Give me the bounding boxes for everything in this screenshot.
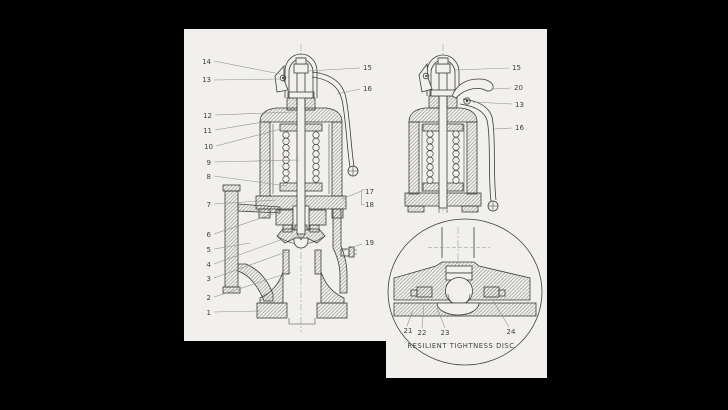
- valve-stem: [296, 57, 306, 241]
- leader-line-2: [213, 271, 292, 298]
- leader-line-10: [215, 128, 282, 147]
- callouts-detail_view: 21 22 23 24: [404, 298, 516, 337]
- nozzle: [259, 249, 345, 304]
- test-gag-screw: [340, 246, 357, 258]
- detail-seat: [393, 302, 537, 317]
- open-lever-horn: [451, 78, 494, 105]
- disc-retainer-right: [483, 286, 506, 298]
- callout-label-11: 11: [203, 127, 212, 135]
- lever-fulcrum-cam: [418, 62, 433, 93]
- detail-circle-outline: [387, 218, 543, 366]
- valve-disc: [293, 237, 309, 249]
- callout-label-18: 18: [365, 201, 374, 209]
- leader-line-5: [213, 242, 251, 250]
- lever-arm: [311, 71, 359, 177]
- callout-label-13: 13: [515, 101, 524, 109]
- leader-line-16: [493, 127, 513, 130]
- leader-line-20: [491, 87, 512, 90]
- leader-line-3: [213, 251, 287, 279]
- leader-line-15: [454, 67, 510, 71]
- leader-line-4: [213, 238, 284, 265]
- callout-label-16: 16: [515, 124, 524, 132]
- leader-line-11: [214, 121, 264, 131]
- callout-label-24: 24: [507, 328, 516, 336]
- lever-fulcrum-cam: [274, 64, 289, 93]
- callout-label-22: 22: [418, 329, 427, 337]
- callout-label-12: 12: [203, 112, 212, 120]
- callout-label-19: 19: [365, 239, 374, 247]
- leader-line-6: [213, 213, 274, 235]
- leader-line-14: [213, 60, 281, 75]
- callout-label-20: 20: [514, 84, 523, 92]
- callout-label-14: 14: [202, 58, 211, 66]
- callout-label-23: 23: [441, 329, 450, 337]
- disc-retainer-left: [410, 286, 433, 298]
- callout-label-6: 6: [207, 231, 212, 239]
- callout-label-1: 1: [207, 309, 211, 317]
- leader-line-21: [406, 309, 414, 327]
- callouts-left_valve: 14 13 12 11 10 9 8 7 6 5 4 3 2 1 15 16 17 18 19: [202, 58, 374, 317]
- callout-bracket-17-18: [341, 189, 365, 205]
- leader-line-23: [436, 307, 446, 329]
- left-valve-cross-section: [222, 44, 365, 332]
- callout-label-15: 15: [512, 64, 521, 72]
- inlet-flange: [256, 302, 348, 325]
- callout-label-15: 15: [363, 64, 372, 72]
- callout-label-13: 13: [202, 76, 211, 84]
- callout-label-21: 21: [404, 327, 413, 335]
- scan-paper-extension: [386, 341, 547, 378]
- leader-line-24: [491, 298, 510, 328]
- outlet-flange: [222, 184, 241, 294]
- body-right-wall: [332, 208, 348, 294]
- leader-line-1: [213, 310, 261, 313]
- detail-caption: RESILIENT TIGHTNESS DISC: [407, 342, 514, 350]
- callout-label-9: 9: [207, 159, 211, 167]
- callout-label-5: 5: [207, 246, 211, 254]
- callout-label-2: 2: [207, 294, 211, 302]
- right-valve-cross-section: [404, 44, 499, 214]
- callout-label-10: 10: [204, 143, 213, 151]
- leader-line-13: [472, 101, 513, 105]
- leader-line-19: [341, 243, 363, 252]
- leader-line-13: [213, 78, 282, 81]
- callout-label-8: 8: [207, 173, 211, 181]
- callout-label-4: 4: [207, 261, 212, 269]
- callouts-right_valve: 15 20 13 16: [454, 64, 524, 132]
- leader-line-22: [421, 304, 425, 329]
- callout-label-17: 17: [365, 188, 374, 196]
- lever-arm: [459, 98, 499, 212]
- bonnet-top-boss: [286, 91, 316, 111]
- resilient-disc-detail: RESILIENT TIGHTNESS DISC: [387, 218, 543, 366]
- callout-label-7: 7: [207, 201, 211, 209]
- fulcrum-pin: [422, 72, 430, 80]
- leader-line-8: [213, 175, 288, 187]
- valve-stem: [438, 57, 448, 213]
- leader-line-9: [213, 159, 300, 163]
- leader-line-12: [214, 111, 294, 116]
- stem-nut: [435, 57, 451, 74]
- stem-nut: [293, 57, 309, 74]
- lever-pin: [463, 97, 471, 105]
- fulcrum-pin: [279, 74, 287, 82]
- leader-line-7: [213, 199, 277, 205]
- resilient-disc: [445, 277, 473, 305]
- callout-label-3: 3: [207, 275, 211, 283]
- leader-line-16: [336, 88, 361, 95]
- leader-line-15: [307, 67, 361, 72]
- callout-label-16: 16: [363, 85, 372, 93]
